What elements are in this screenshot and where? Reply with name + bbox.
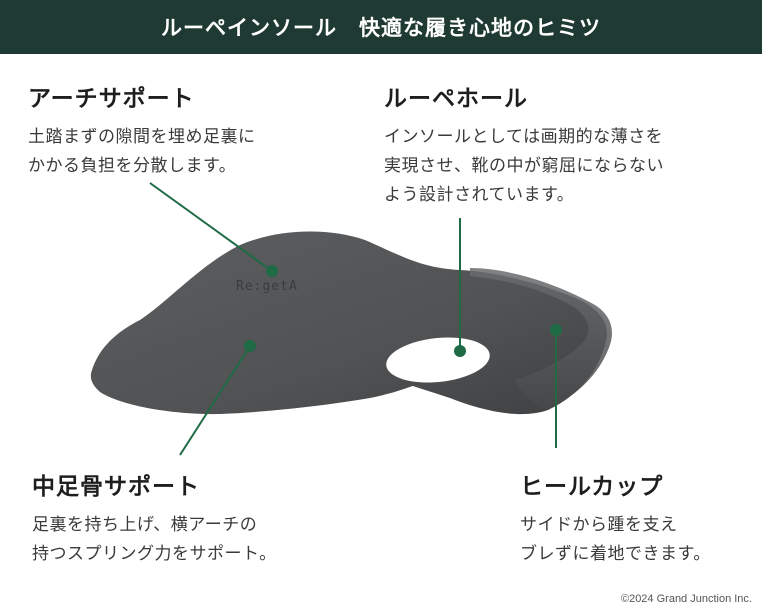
arch-callout-line	[149, 182, 273, 272]
feature-midfoot-title: 中足骨サポート	[32, 474, 200, 500]
header-title-product: ルーペインソール	[161, 16, 337, 40]
header-title-tagline: 快適な履き心地のヒミツ	[359, 16, 601, 40]
copyright-notice: ©2024 Grand Junction Inc.	[620, 593, 752, 605]
feature-hole-title: ルーペホール	[384, 86, 528, 112]
feature-heel-title: ヒールカップ	[520, 474, 664, 500]
header-banner: ルーペインソール 快適な履き心地のヒミツ	[0, 0, 762, 54]
heel-callout-dot	[550, 324, 562, 336]
feature-midfoot-text: 足裏を持ち上げ、横アーチの 持つスプリング力をサポート。	[32, 515, 277, 564]
arch-callout-dot	[266, 265, 278, 277]
hole-callout-dot	[454, 345, 466, 357]
feature-arch-title: アーチサポート	[28, 86, 195, 112]
midfoot-callout-line	[179, 345, 251, 456]
midfoot-callout-dot	[244, 340, 256, 352]
feature-midfoot-support: 中足骨サポート 足裏を持ち上げ、横アーチの 持つスプリング力をサポート。	[32, 467, 277, 569]
heel-cup	[470, 268, 612, 410]
feature-loupe-hole: ルーペホール インソールとしては画期的な薄さを 実現させ、靴の中が窮屈にならない…	[384, 79, 664, 210]
feature-hole-text: インソールとしては画期的な薄さを 実現させ、靴の中が窮屈にならない よう設計され…	[384, 127, 664, 205]
feature-heel-cup: ヒールカップ サイドから踵を支え ブレずに着地できます。	[520, 467, 711, 569]
feature-heel-text: サイドから踵を支え ブレずに着地できます。	[520, 515, 711, 564]
feature-arch-text: 土踏まずの隙間を埋め足裏に かかる負担を分散します。	[28, 127, 256, 176]
feature-arch-support: アーチサポート 土踏まずの隙間を埋め足裏に かかる負担を分散します。	[28, 79, 256, 181]
insole-logo: Re:getA	[236, 279, 298, 294]
